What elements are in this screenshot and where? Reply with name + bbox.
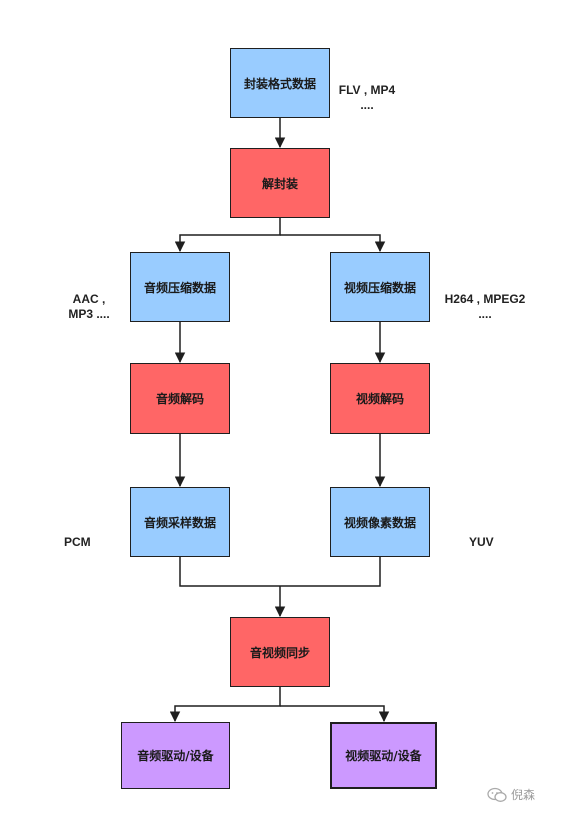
wechat-icon bbox=[487, 787, 507, 802]
video-device-node: 视频驱动/设备 bbox=[330, 722, 437, 789]
output-connector-video bbox=[280, 705, 390, 723]
audio-codecs-line-2: MP3 .... bbox=[68, 307, 110, 321]
video-codecs-line-1: H264 , MPEG2 bbox=[444, 292, 526, 306]
container-formats-line-1: FLV , MP4 bbox=[338, 83, 396, 97]
video-codecs-line-2: .... bbox=[478, 307, 492, 321]
container-data-node: 封装格式数据 bbox=[230, 48, 330, 118]
audio-compressed-node: 音频压缩数据 bbox=[130, 252, 230, 322]
video-codecs-note: H264 , MPEG2 .... bbox=[433, 292, 537, 322]
watermark: 倪森 bbox=[487, 786, 535, 803]
audio-codecs-note: AAC , MP3 .... bbox=[58, 292, 120, 322]
split-connector bbox=[174, 218, 281, 253]
video-decode-node: 视频解码 bbox=[330, 363, 430, 434]
split-connector-video bbox=[280, 234, 386, 253]
audio-samples-node: 音频采样数据 bbox=[130, 487, 230, 557]
audio-codecs-line-1: AAC , bbox=[72, 292, 106, 306]
av-sync-node: 音视频同步 bbox=[230, 617, 330, 687]
video-raw-note: YUV bbox=[469, 535, 494, 549]
audio-device-node: 音频驱动/设备 bbox=[121, 722, 230, 789]
video-pixels-node: 视频像素数据 bbox=[330, 487, 430, 557]
demux-node: 解封装 bbox=[230, 148, 330, 218]
watermark-text: 倪森 bbox=[511, 788, 536, 802]
container-formats-line-2: .... bbox=[360, 98, 374, 112]
output-connector-audio bbox=[169, 687, 281, 723]
merge-connector bbox=[179, 557, 381, 587]
container-formats-note: FLV , MP4 .... bbox=[330, 83, 404, 113]
audio-raw-note: PCM bbox=[64, 535, 91, 549]
video-compressed-node: 视频压缩数据 bbox=[330, 252, 430, 322]
audio-decode-node: 音频解码 bbox=[130, 363, 230, 434]
